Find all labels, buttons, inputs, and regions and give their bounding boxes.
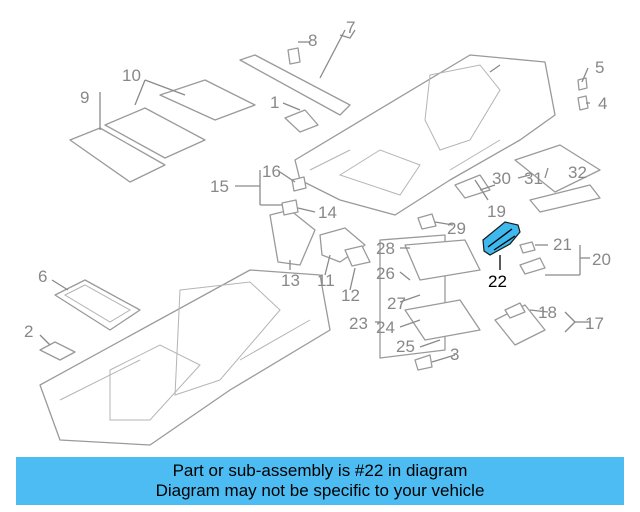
- clip-20: [519, 257, 546, 275]
- clip-14: [281, 199, 299, 216]
- callout-7: 7: [346, 18, 355, 37]
- callout-15: 15: [210, 177, 229, 196]
- roof-console: [514, 144, 601, 193]
- callout-20: 20: [592, 250, 611, 269]
- block: [344, 245, 371, 267]
- frame: [54, 279, 141, 331]
- callout-8: 8: [308, 31, 317, 50]
- callout-12: 12: [341, 286, 360, 305]
- clip-21: [519, 241, 536, 254]
- callout-labels: 1 2 3 4 5 6 7 8 9 10 11 12 13 14 15 16 1…: [24, 18, 611, 364]
- callout-21: 21: [553, 235, 572, 254]
- callout-13: 13: [281, 271, 300, 290]
- callout-18: 18: [538, 303, 557, 322]
- callout-22: 22: [488, 272, 507, 291]
- panel-9: [69, 127, 166, 183]
- callout-1: 1: [270, 93, 279, 112]
- lower-headliner: [39, 269, 331, 446]
- lamp-lens: [504, 302, 526, 319]
- clip-16: [291, 176, 307, 192]
- callout-32: 32: [568, 163, 587, 182]
- callout-11: 11: [317, 271, 335, 290]
- callout-27: 27: [387, 294, 406, 313]
- callout-6: 6: [38, 267, 47, 286]
- callout-19: 19: [487, 202, 506, 221]
- banner-line-1: Part or sub-assembly is #22 in diagram: [172, 461, 468, 480]
- panel-10a: [104, 107, 206, 159]
- clip-29: [417, 213, 437, 230]
- clip: [287, 47, 301, 65]
- callout-30: 30: [492, 169, 511, 188]
- clip-3: [414, 354, 433, 371]
- callout-23: 23: [349, 314, 368, 333]
- callout-26: 26: [376, 264, 395, 283]
- callout-17: 17: [585, 314, 604, 333]
- callout-31: 31: [524, 169, 543, 188]
- highlighted-part-22[interactable]: [482, 221, 521, 256]
- callout-9: 9: [80, 88, 89, 107]
- sunvisor: [269, 209, 316, 266]
- clip-4: [577, 95, 589, 111]
- callout-2: 2: [24, 322, 33, 341]
- console-tray: [404, 239, 481, 281]
- console-panel: [404, 299, 481, 341]
- callout-29: 29: [447, 219, 466, 238]
- callout-5: 5: [595, 58, 604, 77]
- callout-10: 10: [122, 66, 141, 85]
- callout-3: 3: [450, 345, 459, 364]
- panel-10b: [159, 79, 256, 121]
- clip-19: [454, 174, 491, 199]
- leader-lines: [39, 29, 590, 363]
- info-banner: Part or sub-assembly is #22 in diagram D…: [16, 457, 624, 505]
- trim-strip: [239, 54, 351, 116]
- grab-handle-2: [39, 341, 76, 361]
- callout-16: 16: [262, 162, 281, 181]
- callout-14: 14: [318, 203, 337, 222]
- banner-line-2: Diagram may not be specific to your vehi…: [155, 481, 485, 500]
- upper-headliner: [294, 54, 556, 216]
- callout-25: 25: [396, 337, 415, 356]
- callout-28: 28: [376, 239, 395, 258]
- grab-handle-1: [284, 109, 319, 133]
- callout-24: 24: [376, 318, 395, 337]
- callout-4: 4: [598, 94, 607, 113]
- roof-console-lid: [529, 184, 601, 213]
